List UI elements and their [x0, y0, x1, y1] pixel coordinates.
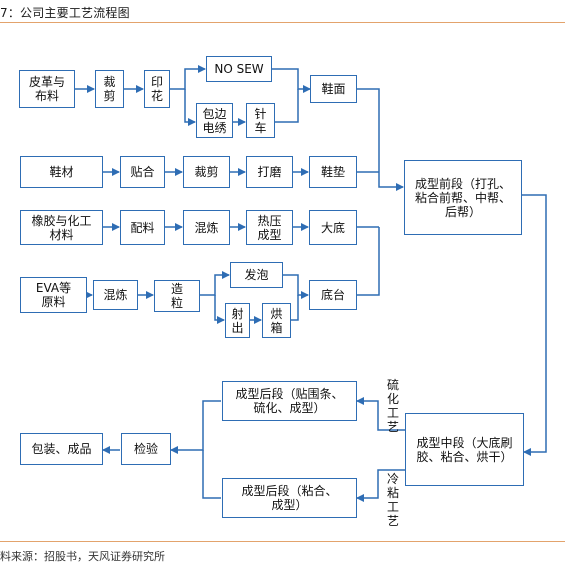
node-needle: 针 车	[246, 103, 275, 138]
figure-title: 7：公司主要工艺流程图	[0, 6, 130, 20]
node-midsole: 底台	[309, 280, 357, 310]
node-laminate: 贴合	[120, 156, 165, 188]
merge-upper	[357, 88, 404, 191]
node-pack-product: 包装、成品	[20, 433, 103, 465]
node-print: 印 花	[144, 70, 170, 108]
merge-back2	[202, 450, 221, 499]
merge-back1	[170, 400, 221, 454]
split-to-edge	[184, 89, 196, 126]
node-shoe-material: 鞋材	[20, 156, 103, 188]
node-cut-2: 裁剪	[183, 156, 230, 188]
node-rubber-chemical: 橡胶与化工 材料	[20, 210, 103, 245]
node-bake: 烘 箱	[262, 303, 291, 338]
node-grind: 打磨	[246, 156, 293, 188]
label-vulcanize-process: 硫 化 工 艺	[386, 378, 399, 434]
node-edge-embroider: 包边 电绣	[196, 103, 233, 138]
node-insole: 鞋垫	[309, 156, 357, 188]
node-inject: 射 出	[225, 303, 250, 338]
node-eva: EVA等 原料	[20, 277, 87, 313]
node-outsole: 大底	[309, 210, 357, 245]
node-front-stage: 成型前段（打孔、 粘合前帮、中帮、 后帮）	[404, 160, 522, 235]
node-hot-press: 热压 成型	[246, 210, 293, 245]
node-knead-1: 混炼	[183, 210, 230, 245]
arrow-front-middle	[522, 194, 547, 456]
label-coldglue-process: 冷 粘 工 艺	[386, 472, 399, 528]
node-mix: 配料	[120, 210, 165, 245]
merge-needle	[275, 89, 299, 123]
node-inspect: 检验	[121, 433, 171, 465]
split-to-inject	[214, 295, 225, 324]
arrow-middle-back2	[356, 469, 405, 502]
source-note: 料来源：招股书，天风证券研究所	[0, 550, 165, 563]
node-cut-1: 裁 剪	[95, 70, 124, 108]
merge-foam	[283, 274, 309, 299]
split-to-foam	[200, 271, 230, 296]
node-back-stage-vulcanize: 成型后段（贴围条、 硫化、成型）	[222, 381, 357, 421]
node-back-stage-coldglue: 成型后段（粘合、 成型）	[222, 478, 357, 518]
node-middle-stage: 成型中段（大底刷 胶、粘合、烘干）	[405, 413, 524, 486]
node-upper: 鞋面	[310, 75, 357, 103]
node-foam: 发泡	[230, 262, 283, 288]
node-granulate: 造 粒	[154, 280, 200, 312]
merge-nosew	[272, 68, 311, 93]
top-divider	[0, 22, 565, 23]
split-to-nosew	[170, 65, 206, 90]
arrow-middle-back1	[356, 397, 405, 431]
bottom-divider	[0, 541, 565, 542]
merge-midsole	[357, 227, 380, 296]
node-leather-fabric: 皮革与 布料	[19, 70, 75, 108]
node-no-sew: NO SEW	[206, 56, 272, 82]
merge-bake	[291, 295, 299, 321]
node-knead-2: 混炼	[93, 280, 138, 310]
